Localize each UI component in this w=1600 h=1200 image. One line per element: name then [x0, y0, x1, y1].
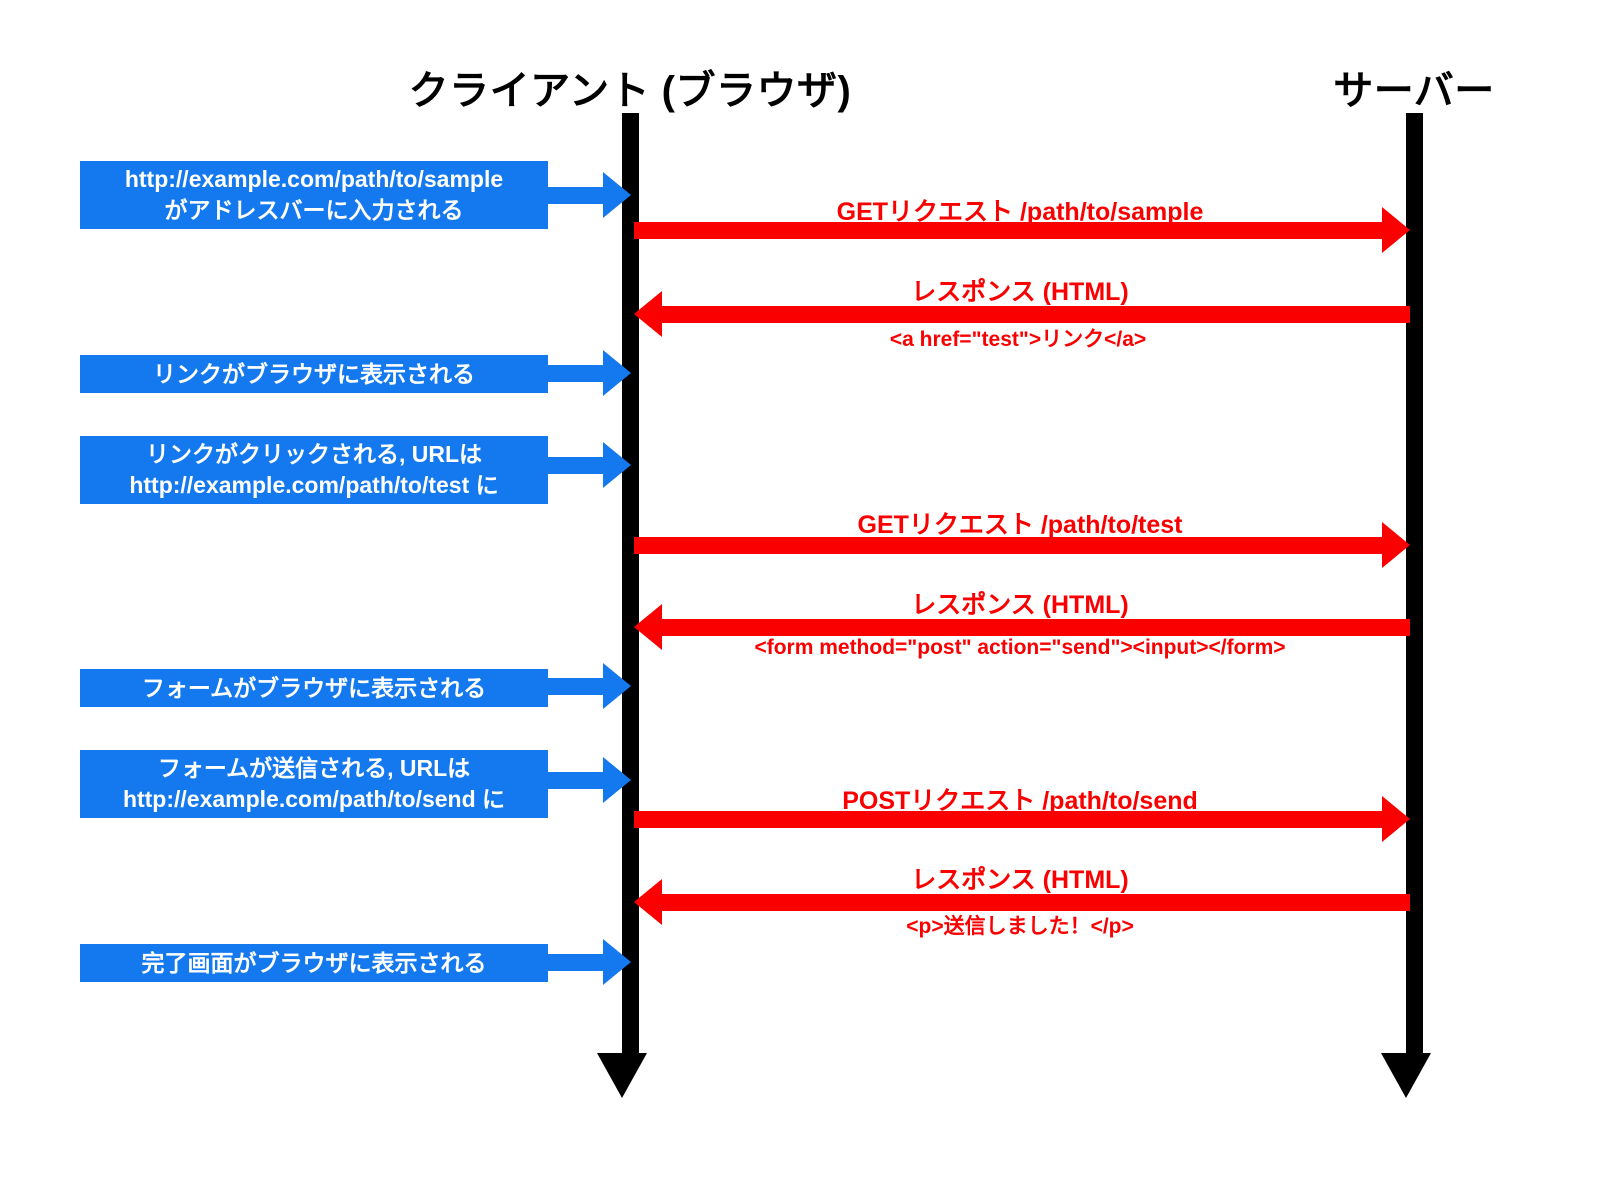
note-connector-arrowhead-icon-4 — [603, 663, 631, 709]
note-connector-shaft-6 — [548, 954, 614, 971]
server-lifeline — [1406, 113, 1423, 1058]
message-arrowhead-icon-response-link — [634, 291, 662, 337]
message-label-response-link: レスポンス (HTML) — [911, 278, 1129, 306]
client-lifeline-arrowhead-icon — [597, 1053, 647, 1098]
note-connector-shaft-4 — [548, 678, 614, 695]
message-arrowhead-icon-get-test — [1382, 522, 1410, 568]
message-arrowhead-icon-response-form — [634, 604, 662, 650]
server-actor-title: サーバー — [1333, 69, 1495, 113]
note-line-1: リンクがブラウザに表示される — [153, 360, 475, 387]
note-connector-shaft-3 — [548, 457, 614, 474]
note-line-1: 完了画面がブラウザに表示される — [141, 949, 487, 976]
note-line-2: http://example.com/path/to/test に — [129, 472, 499, 498]
note-line-1: http://example.com/path/to/sample — [124, 166, 504, 193]
client-actor-title: クライアント (ブラウザ) — [408, 69, 852, 113]
message-label-post-send: POSTリクエスト /path/to/send — [842, 787, 1198, 815]
note-connector-arrowhead-icon-1 — [603, 172, 631, 218]
message-arrowhead-icon-response-done — [634, 879, 662, 925]
note-line-1: リンクがクリックされる, URLは — [145, 441, 483, 468]
message-shaft-post-send — [634, 811, 1382, 828]
note-complete-shown: 完了画面がブラウザに表示される — [80, 944, 548, 982]
note-link-clicked: リンクがクリックされる, URLは http://example.com/pat… — [80, 436, 548, 504]
message-shaft-response-link — [662, 306, 1410, 323]
message-shaft-get-sample — [634, 222, 1382, 239]
message-arrowhead-icon-get-sample — [1382, 207, 1410, 253]
message-shaft-response-form — [662, 619, 1410, 636]
note-line-2: http://example.com/path/to/send に — [122, 786, 506, 812]
note-connector-shaft-2 — [548, 365, 614, 382]
note-connector-arrowhead-icon-3 — [603, 442, 631, 488]
note-line-1: フォームがブラウザに表示される — [141, 674, 487, 701]
note-connector-shaft-1 — [548, 187, 614, 204]
message-shaft-response-done — [662, 894, 1410, 911]
message-sub-response-form: <form method="post" action="send"><input… — [754, 636, 1286, 659]
message-label-get-sample: GETリクエスト /path/to/sample — [836, 198, 1204, 226]
server-lifeline-arrowhead-icon — [1381, 1053, 1431, 1098]
note-url-typed: http://example.com/path/to/sample がアドレスバ… — [80, 161, 548, 229]
message-label-response-form: レスポンス (HTML) — [911, 591, 1129, 619]
note-connector-arrowhead-icon-5 — [603, 757, 631, 803]
message-label-response-done: レスポンス (HTML) — [911, 866, 1129, 894]
note-connector-arrowhead-icon-6 — [603, 939, 631, 985]
note-form-submitted: フォームが送信される, URLは http://example.com/path… — [80, 750, 548, 818]
message-label-get-test: GETリクエスト /path/to/test — [857, 511, 1183, 539]
note-link-shown: リンクがブラウザに表示される — [80, 355, 548, 393]
note-line-2: がアドレスバーに入力される — [164, 197, 464, 223]
message-arrowhead-icon-post-send — [1382, 796, 1410, 842]
note-form-shown: フォームがブラウザに表示される — [80, 669, 548, 707]
note-connector-arrowhead-icon-2 — [603, 350, 631, 396]
message-shaft-get-test — [634, 537, 1382, 554]
note-connector-shaft-5 — [548, 772, 614, 789]
note-line-1: フォームが送信される, URLは — [157, 755, 471, 782]
message-sub-response-done: <p>送信しました！</p> — [906, 915, 1134, 938]
message-sub-response-link: <a href="test">リンク</a> — [889, 328, 1147, 351]
